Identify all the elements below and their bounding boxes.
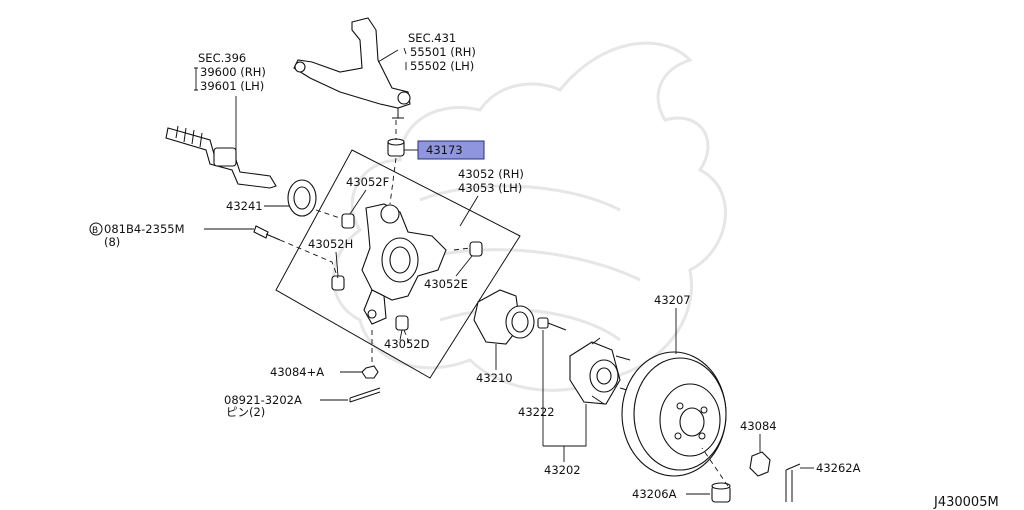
label-pin-qty[interactable]: ピン(2) <box>226 405 265 419</box>
label-43207[interactable]: 43207 <box>654 293 691 307</box>
cotter-pin[interactable] <box>349 387 381 403</box>
label-43202[interactable]: 43202 <box>544 463 581 477</box>
label-39600[interactable]: 39600 (RH) <box>200 65 266 79</box>
label-43084[interactable]: 43084 <box>740 419 777 433</box>
seal-43241[interactable] <box>287 179 317 217</box>
label-bolt-qty[interactable]: (8) <box>104 235 120 249</box>
knuckle-43052[interactable] <box>361 203 447 325</box>
bushing-43052d[interactable] <box>395 315 409 331</box>
bushing-43052f[interactable] <box>341 213 355 229</box>
assembly-lines <box>279 120 471 366</box>
circled-b-icon: B <box>89 222 103 236</box>
label-55502[interactable]: 55502 (LH) <box>410 59 474 73</box>
label-43222[interactable]: 43222 <box>518 405 555 419</box>
upper-link-arm[interactable] <box>293 17 411 119</box>
knuckle-group-frame <box>275 149 521 379</box>
label-43206a[interactable]: 43206A <box>632 487 677 501</box>
label-sec396[interactable]: SEC.396 <box>198 51 246 65</box>
label-39601[interactable]: 39601 (LH) <box>200 79 264 93</box>
label-43052-rh[interactable]: 43052 (RH) <box>458 167 524 181</box>
label-43052f[interactable]: 43052F <box>346 175 389 189</box>
nut-43084[interactable] <box>749 451 771 477</box>
label-43053-lh[interactable]: 43053 (LH) <box>458 181 522 195</box>
bushing-43052e[interactable] <box>469 241 483 257</box>
drive-shaft[interactable] <box>165 125 277 189</box>
label-43052d[interactable]: 43052D <box>384 337 430 351</box>
bushing-43052h[interactable] <box>331 275 345 291</box>
label-43052h[interactable]: 43052H <box>308 237 353 251</box>
label-55501[interactable]: 55501 (RH) <box>410 45 476 59</box>
label-43173[interactable]: 43173 <box>426 143 463 157</box>
bolt-081b4[interactable] <box>253 225 281 241</box>
hub-bolt-43222[interactable] <box>537 317 567 331</box>
diagram-id: J430005M <box>933 495 999 510</box>
label-sec431[interactable]: SEC.431 <box>408 31 456 45</box>
hub-43202[interactable] <box>569 337 635 405</box>
nut-43206a[interactable] <box>711 482 731 503</box>
svg-text:B: B <box>92 226 98 236</box>
label-bolt-ref[interactable]: 081B4-2355M <box>104 222 185 236</box>
brake-rotor-43207[interactable] <box>621 351 727 477</box>
bushing-43173[interactable] <box>387 138 405 157</box>
pin-43262a[interactable] <box>785 463 801 502</box>
label-43052e[interactable]: 43052E <box>424 277 468 291</box>
label-43262a[interactable]: 43262A <box>816 461 861 475</box>
nut-43084a[interactable] <box>361 365 379 379</box>
label-43210[interactable]: 43210 <box>476 371 513 385</box>
label-pin-ref[interactable]: 08921-3202A <box>224 393 302 407</box>
label-43084a[interactable]: 43084+A <box>270 365 324 379</box>
label-43241[interactable]: 43241 <box>226 199 263 213</box>
highlight-43173[interactable] <box>417 140 485 160</box>
bearing-43210[interactable] <box>473 289 535 345</box>
